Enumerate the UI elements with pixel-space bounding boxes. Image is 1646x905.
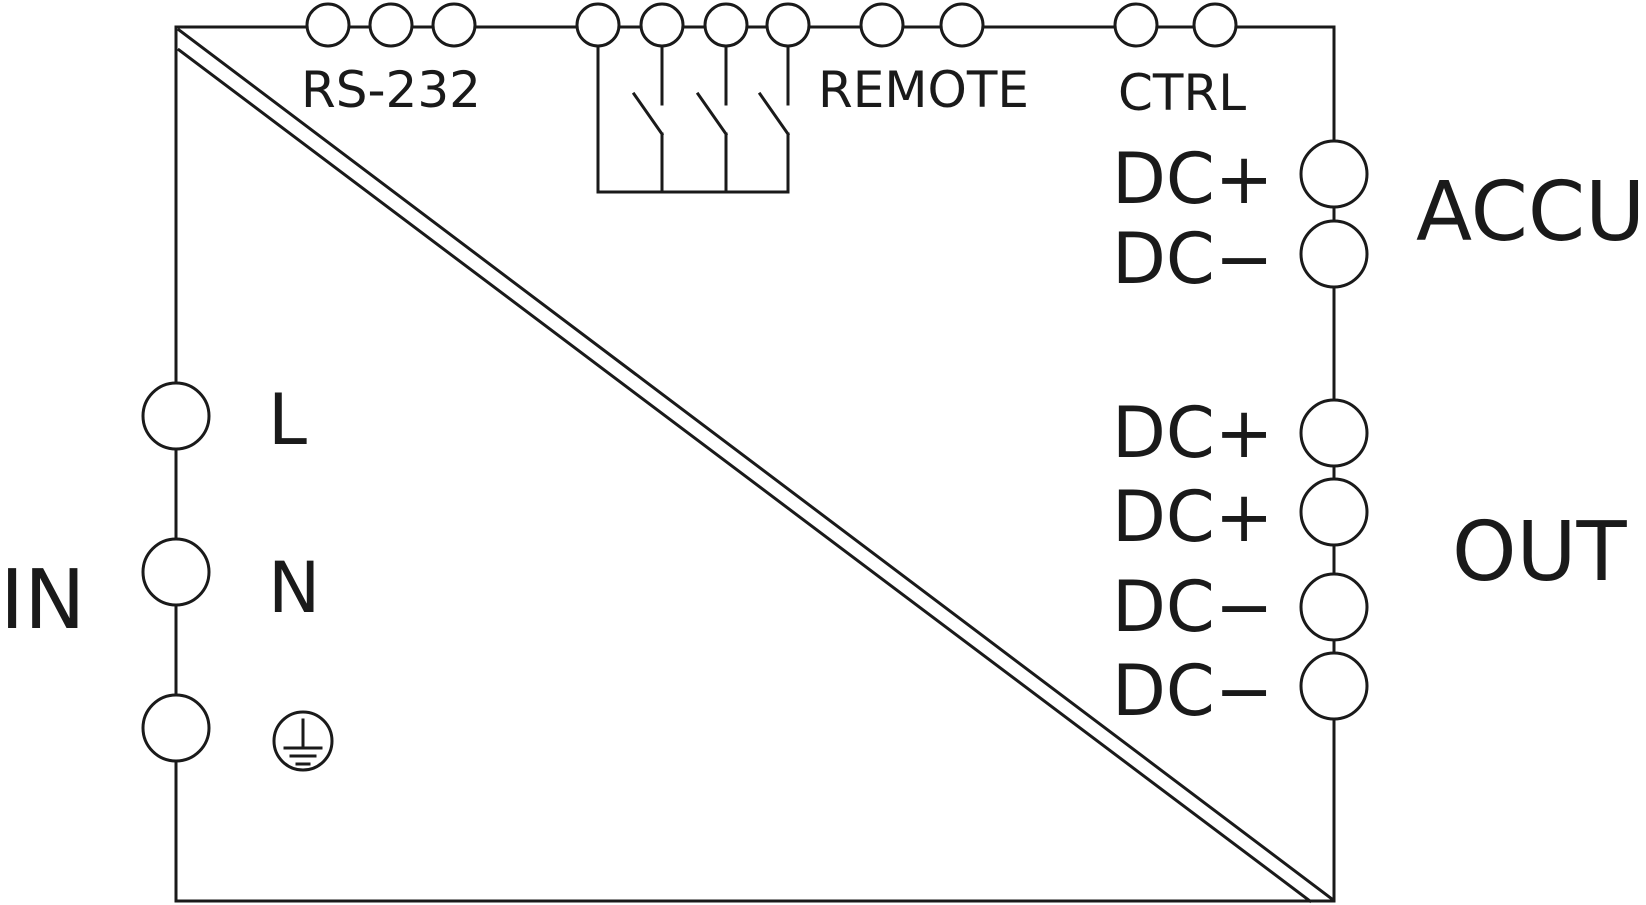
terminal-l <box>141 381 211 451</box>
accu-terminal-label: DC+ <box>1112 138 1273 220</box>
terminal <box>1192 2 1238 48</box>
terminal <box>1299 651 1369 721</box>
terminal <box>703 2 749 48</box>
terminal <box>368 2 414 48</box>
ctrl-label: CTRL <box>1118 64 1246 122</box>
in-label: IN <box>0 553 86 648</box>
accu-label: ACCU <box>1416 165 1645 260</box>
remote-label: REMOTE <box>818 61 1029 119</box>
rs232-terminals <box>305 2 477 48</box>
terminal <box>859 2 905 48</box>
terminal <box>639 2 685 48</box>
input-l-label: L <box>268 379 307 461</box>
terminal-pe <box>141 693 211 763</box>
terminal <box>765 2 811 48</box>
out-terminal-label: DC− <box>1112 566 1273 648</box>
out-terminal-label: DC− <box>1112 650 1273 732</box>
ctrl-terminals <box>1113 2 1238 48</box>
out-terminal-label: DC+ <box>1112 392 1273 474</box>
out-label: OUT <box>1452 505 1628 600</box>
terminal <box>939 2 985 48</box>
out-terminal-label: DC+ <box>1112 476 1273 558</box>
protective-earth-icon <box>272 710 334 772</box>
input-n-label: N <box>268 547 320 629</box>
terminal <box>575 2 621 48</box>
accu-terminals <box>1299 139 1369 289</box>
accu-terminal-label: DC− <box>1112 218 1273 300</box>
relay-switch-icon <box>596 44 791 194</box>
terminal <box>1299 477 1369 547</box>
converter-diagonal <box>176 27 1335 904</box>
terminal <box>1299 572 1369 642</box>
out-terminals <box>1299 398 1369 721</box>
terminal <box>1113 2 1159 48</box>
rs232-label: RS-232 <box>301 61 481 119</box>
remote-terminals <box>575 2 985 48</box>
terminal <box>431 2 477 48</box>
terminal <box>1299 398 1369 468</box>
terminal-n <box>141 537 211 607</box>
terminal <box>1299 139 1369 209</box>
terminal <box>305 2 351 48</box>
terminal <box>1299 219 1369 289</box>
input-terminals <box>141 381 211 763</box>
